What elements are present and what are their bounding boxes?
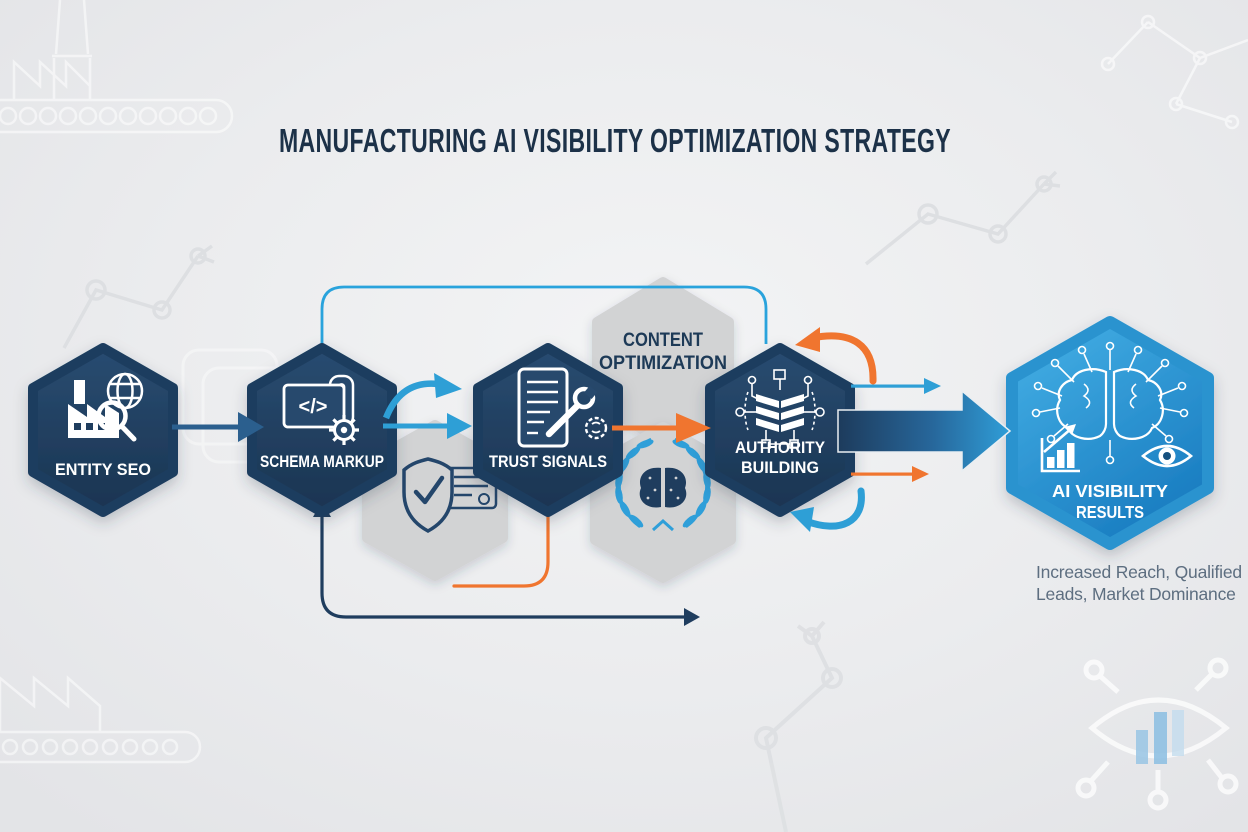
ai-visibility-results-label-line1: AI VISIBILITY (1052, 481, 1168, 501)
background-robot-arm-left (62, 244, 215, 349)
background-robot-arm-top-right (864, 170, 1061, 266)
arrow-authority-to-results-thin-orange (851, 466, 929, 482)
results-caption-line2: Leads, Market Dominance (1036, 584, 1236, 604)
node-authority-building (705, 343, 855, 517)
mini-bar-chart-watermark (1136, 710, 1184, 764)
background-robot-arm-bottom-center (754, 620, 843, 832)
eye-glyph (1140, 444, 1194, 468)
background-factory-art-bottom-left (0, 675, 202, 764)
background-eye-chart-bottom-right (1075, 657, 1239, 811)
ai-visibility-results-label-line2: RESULTS (1076, 502, 1144, 522)
arrow-authority-to-results-thin-blue (851, 378, 941, 394)
document-wrench-icon (517, 367, 608, 448)
feedback-line-bottom-orange (452, 488, 550, 588)
trust-signals-label: TRUST SIGNALS (489, 453, 607, 471)
code-markup-gear-icon: </> (282, 374, 359, 445)
arrow-authority-to-results-main (837, 389, 1012, 473)
arrow-schema-to-trust-straight (383, 413, 472, 439)
authority-building-label-line1: AUTHORITY (735, 439, 825, 457)
gear-glyph (329, 415, 359, 445)
arrow-entity-to-schema (172, 412, 264, 442)
ai-brain-network-icon (1031, 341, 1194, 473)
arrow-authority-cycle-bottom-blue (790, 487, 865, 532)
node-ai-visibility-results (1006, 316, 1214, 550)
schema-markup-label: SCHEMA MARKUP (260, 453, 384, 471)
background-factory-art-top-left (0, 0, 234, 134)
arrow-schema-to-trust-curved (382, 373, 462, 420)
authority-building-label-line2: BUILDING (741, 459, 819, 477)
code-glyph-text: </> (299, 396, 328, 418)
feedback-loop-top-line (320, 285, 768, 348)
shield-check-certificate-icon (402, 457, 498, 533)
growth-chart-glyph (1040, 424, 1080, 473)
content-optimization-label-line2: OPTIMIZATION (599, 353, 727, 374)
page-title: MANUFACTURING AI VISIBILITY OPTIMIZATION… (279, 122, 951, 159)
factory-search-globe-icon (68, 372, 144, 442)
wrench-glyph (545, 385, 598, 438)
arrow-authority-cycle-top-orange (795, 327, 877, 385)
knowledge-graph-book-icon (735, 369, 825, 449)
background-circuit-top-right (1100, 14, 1248, 130)
entity-seo-label: ENTITY SEO (55, 461, 151, 479)
brain-glyph (639, 467, 687, 508)
arrow-trust-to-authority (612, 413, 711, 443)
content-optimization-label-line1: CONTENT (623, 330, 703, 351)
node-schema-markup (247, 343, 397, 517)
ai-chip-glyph (584, 416, 608, 440)
results-caption-line1: Increased Reach, Qualified (1036, 562, 1242, 582)
